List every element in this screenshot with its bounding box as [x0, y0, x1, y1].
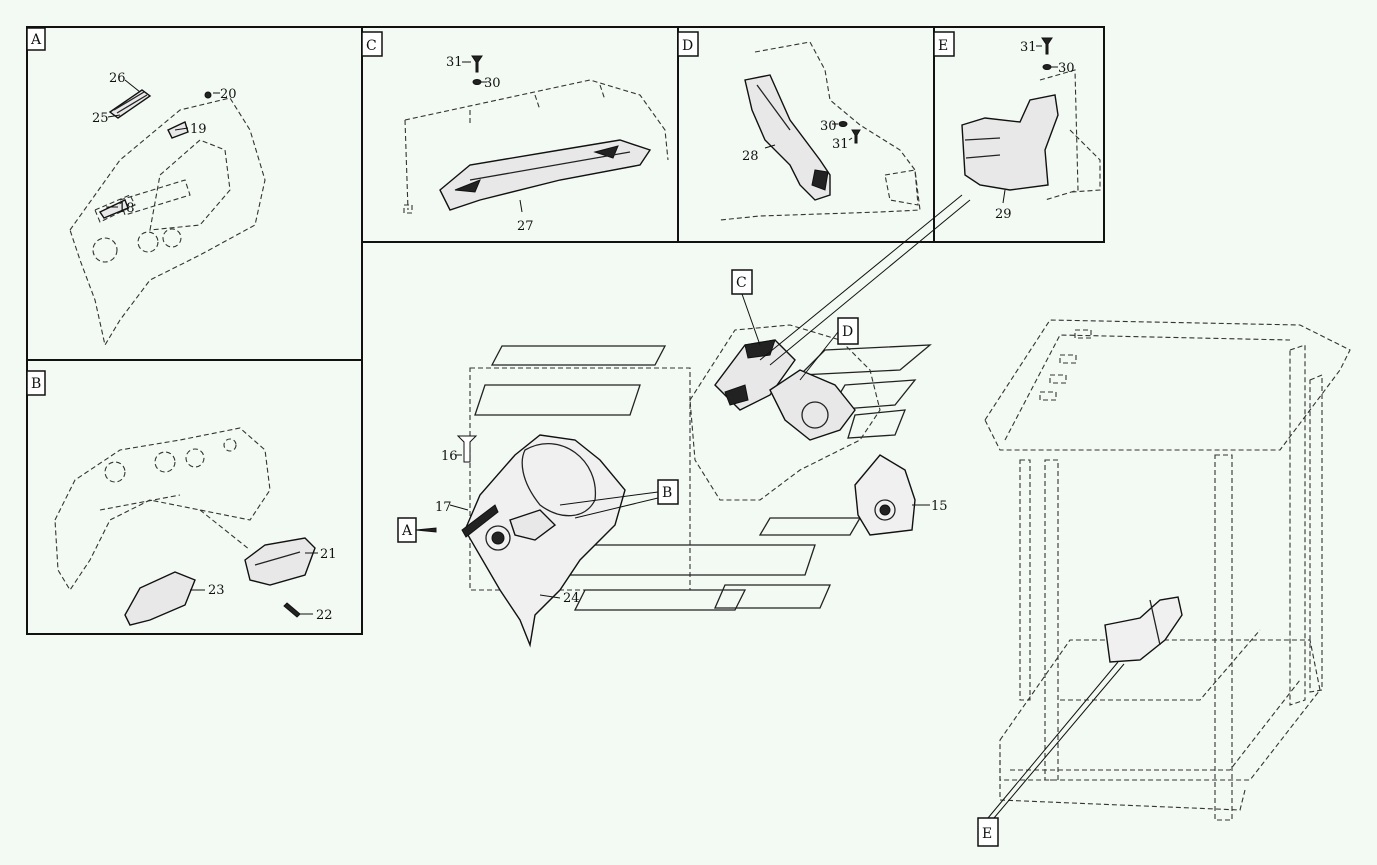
- ref-b-tag: B: [662, 485, 672, 501]
- panel-c: C 31 30 27: [361, 26, 679, 243]
- callout-17: 17: [435, 500, 452, 515]
- callout-28: 28: [742, 149, 759, 164]
- panel-c-tag: C: [366, 38, 377, 54]
- callout-25: 25: [92, 111, 109, 126]
- frame-ref-e-tag: E: [982, 826, 992, 842]
- callout-15: 15: [931, 499, 948, 514]
- callout-22: 22: [316, 608, 333, 623]
- callout-31-e: 31: [1020, 40, 1037, 55]
- ref-a-tag: A: [401, 523, 413, 539]
- ref-c-tag: C: [736, 275, 747, 291]
- main-assembly: 16 17 24 15 A B C D: [397, 194, 971, 648]
- callout-21: 21: [320, 547, 337, 562]
- callout-29: 29: [995, 207, 1012, 222]
- ref-d-tag: D: [842, 324, 853, 340]
- panel-d-tag: D: [682, 38, 693, 54]
- callout-23: 23: [208, 583, 225, 598]
- callout-30-e: 30: [1058, 61, 1075, 76]
- callout-20: 20: [220, 87, 237, 102]
- callout-31-d: 31: [832, 137, 849, 152]
- panel-a: A 26 20 25 19 18: [26, 26, 363, 361]
- callout-31-c: 31: [446, 55, 463, 70]
- callout-30-c: 30: [484, 76, 501, 91]
- callout-27: 27: [517, 219, 534, 234]
- panel-d: D 30 31 28: [677, 26, 935, 243]
- cab-frame: E: [977, 319, 1351, 847]
- callout-16: 16: [441, 449, 458, 464]
- callout-18: 18: [118, 201, 135, 216]
- callout-19: 19: [190, 122, 207, 137]
- panel-b: B 21 23 22: [26, 359, 363, 635]
- panel-b-tag: B: [31, 376, 41, 392]
- panel-e: E 31 30 29: [933, 26, 1105, 243]
- callout-24: 24: [563, 591, 580, 606]
- callout-26: 26: [109, 71, 126, 86]
- panel-a-tag: A: [30, 32, 42, 48]
- panel-e-tag: E: [938, 38, 948, 54]
- callout-30-d: 30: [820, 119, 837, 134]
